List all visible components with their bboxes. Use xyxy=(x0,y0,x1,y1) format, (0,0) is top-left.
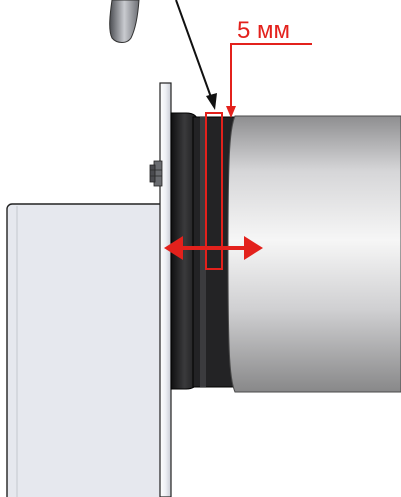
dimension-leader xyxy=(230,43,312,112)
double-headed-arrow-icon xyxy=(164,236,263,260)
mounting-plate xyxy=(159,82,172,497)
duct-cylinder xyxy=(227,115,401,393)
handle-fragment xyxy=(109,0,140,43)
pointer-arrow-shaft xyxy=(175,0,213,101)
adapter-highlight xyxy=(200,117,206,387)
dimension-label: 5 мм xyxy=(237,17,290,44)
gap-highlight-frame xyxy=(205,112,223,270)
bolt-icon xyxy=(149,160,163,187)
pointer-arrow-head xyxy=(206,93,217,110)
wall-housing xyxy=(6,203,166,497)
dimension-leader-arrowhead xyxy=(226,106,236,118)
